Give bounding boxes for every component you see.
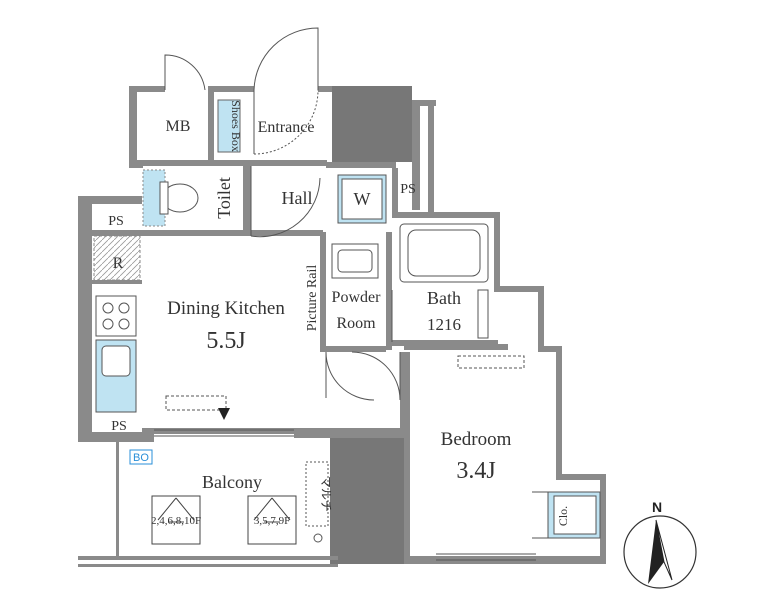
walls — [78, 86, 606, 567]
shoes-box — [217, 99, 241, 153]
label-mb: MB — [166, 118, 191, 135]
stove — [95, 295, 137, 337]
label-w: W — [354, 189, 371, 209]
fridge-outline — [93, 235, 141, 281]
label-ps-bottom: PS — [111, 419, 127, 434]
fixtures — [95, 99, 601, 561]
label-balcony: Balcony — [202, 472, 262, 492]
labels: MB Entrance Shoes Box Toilet Hall W PS P… — [108, 100, 570, 527]
label-ladder-left: 2,4,6,8,10F — [151, 515, 201, 527]
label-dining-kitchen: Dining Kitchen — [167, 298, 285, 319]
compass-north-label: N — [652, 499, 662, 515]
label-bedroom: Bedroom — [441, 429, 512, 450]
compass-ring — [623, 515, 697, 589]
label-entrance: Entrance — [258, 119, 315, 136]
compass: N — [623, 499, 697, 589]
label-powder-2: Room — [336, 315, 376, 332]
bo-badge: BO — [129, 449, 153, 465]
label-shoes-box: Shoes Box — [229, 100, 243, 152]
powder-sink — [331, 243, 379, 279]
label-ps-top: PS — [400, 182, 416, 197]
label-bath-size: 1216 — [427, 315, 461, 334]
label-ps-left: PS — [108, 214, 124, 229]
label-dining-kitchen-size: 5.5J — [206, 328, 245, 354]
label-bedroom-size: 3.4J — [456, 458, 495, 484]
label-bath: Bath — [427, 288, 461, 308]
label-r: R — [113, 255, 124, 272]
label-toilet: Toilet — [214, 177, 234, 219]
label-powder-1: Powder — [332, 289, 382, 306]
label-ladder-right: 3,5,7,9F — [254, 515, 290, 527]
bo-label: BO — [133, 452, 149, 464]
fridge-space — [94, 236, 140, 280]
label-picture-rail: Picture Rail — [305, 265, 320, 332]
label-multi: マルチ — [319, 476, 333, 512]
doors — [164, 27, 401, 401]
bathtub — [399, 223, 489, 283]
label-hall: Hall — [282, 188, 313, 208]
label-closet: Clo. — [556, 506, 570, 526]
evacuation-hatches — [151, 495, 297, 545]
compass-arrow-icon — [648, 520, 664, 584]
